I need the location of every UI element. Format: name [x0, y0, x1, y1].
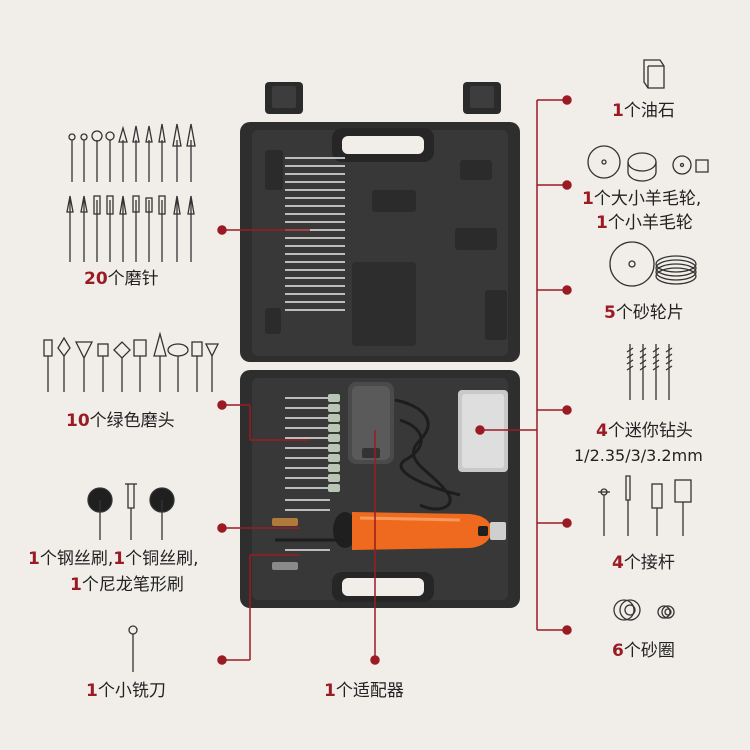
label-adapter: 1个适配器 [324, 681, 404, 701]
adapter-in-case [348, 382, 461, 511]
grinding-needles-icon [66, 123, 196, 262]
cutting-discs-icon [609, 241, 697, 287]
sanding-rings-icon [613, 599, 675, 621]
label-extension-rods: 4个接杆 [612, 553, 675, 573]
label-grinding-needles: 20个磨针 [84, 269, 159, 289]
rotary-tool-motor [333, 512, 506, 550]
label-cutting-discs: 5个砂轮片 [604, 303, 684, 323]
callout-connectors [217, 95, 572, 665]
wool-wheel-icon [587, 145, 709, 182]
oil-stone-icon [643, 59, 665, 89]
label-green-heads: 10个绿色磨头 [66, 411, 175, 431]
label-wool-wheel-line1: 1个大小羊毛轮, [582, 189, 702, 209]
brushes-icon [87, 483, 175, 540]
mini-drill-bits-icon [626, 344, 673, 400]
label-brushes-line1: 1个钢丝刷,1个铜丝刷, [28, 549, 199, 569]
label-wool-wheel-line2: 1个小羊毛轮 [596, 213, 693, 233]
grinding-needles-in-case [285, 157, 345, 311]
extension-rods-icon [598, 475, 692, 536]
green-heads-in-case [285, 394, 340, 492]
label-milling-cutter: 1个小铣刀 [86, 681, 166, 701]
label-sanding-rings: 6个砂圈 [612, 641, 675, 661]
milling-cutter-icon [128, 625, 138, 672]
label-mini-drills: 4个迷你钻头 [596, 421, 693, 441]
green-grinding-heads-icon [43, 331, 220, 392]
label-oil-stone: 1个油石 [612, 101, 675, 121]
label-brushes-line2: 1个尼龙笔形刷 [70, 575, 184, 595]
tool-case [240, 82, 520, 608]
mini-drills-sizes: 1/2.35/3/3.2mm [574, 446, 703, 465]
